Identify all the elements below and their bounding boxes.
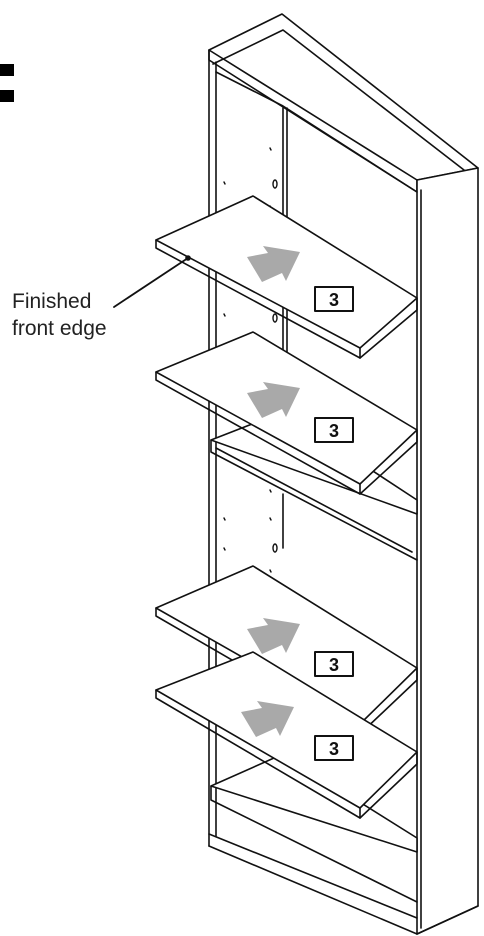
top-panel-inner-edge [212, 29, 465, 171]
top-panel [208, 13, 479, 181]
shelf-4-badge: 3 [329, 739, 339, 759]
callout-leader-dot [185, 255, 191, 261]
callout-line-2: front edge [12, 317, 107, 340]
move-arrow-2 [247, 382, 300, 418]
finished-front-edge-label: Finished front edge [12, 288, 107, 342]
shelf-3-badge: 3 [329, 655, 339, 675]
colon-mark [0, 64, 16, 104]
shelf-2-badge: 3 [329, 421, 339, 441]
shelf-1-badge: 3 [329, 290, 339, 310]
callout-leader-line [113, 257, 189, 308]
bookcase-frame [208, 13, 479, 935]
move-arrow-3 [247, 618, 300, 654]
right-side-panel [416, 167, 479, 935]
move-arrow-4 [241, 701, 294, 737]
adjustable-shelf-4: 3 [155, 651, 418, 819]
callout-line-1: Finished [12, 290, 92, 313]
adjustable-shelf-2: 3 [155, 331, 418, 495]
move-arrow-1 [247, 246, 300, 282]
adjustable-shelf-1: 3 [155, 195, 418, 359]
bottom-shelf [210, 753, 418, 853]
